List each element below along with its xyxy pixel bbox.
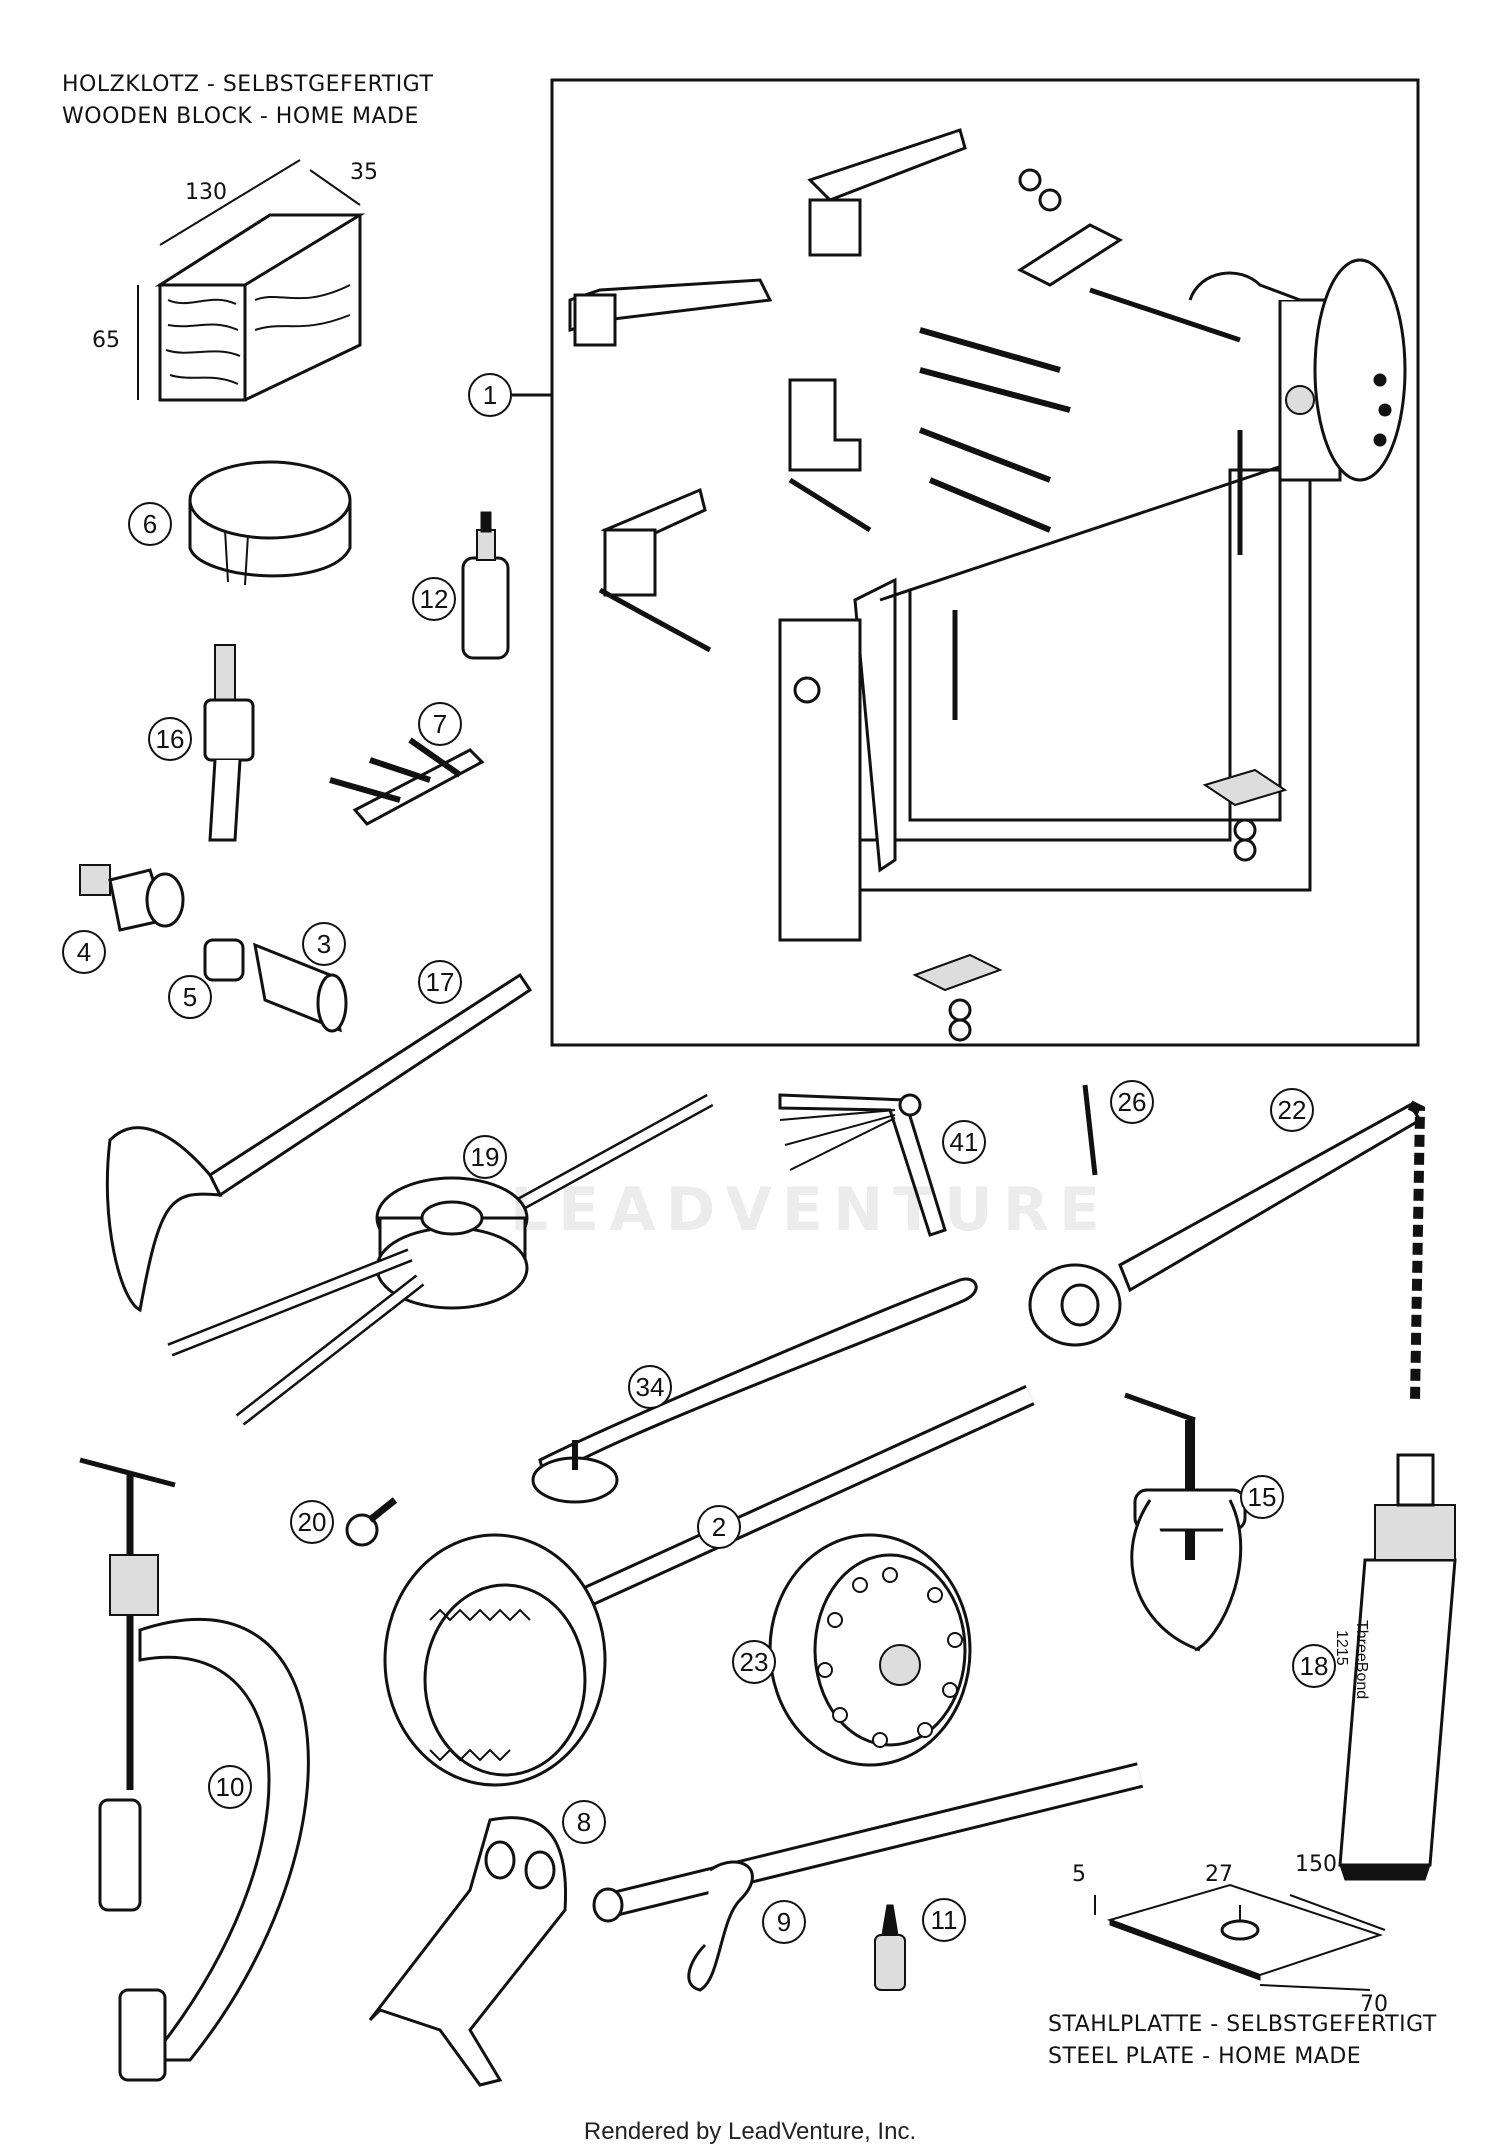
- block-width-dimension: 35: [350, 160, 378, 185]
- slide-hammer-drawing: [203, 644, 255, 842]
- callout-34[interactable]: 34: [628, 1365, 672, 1409]
- puller-bar-drawing: [329, 737, 485, 826]
- steel-plate-drawing: [1094, 1883, 1386, 1991]
- clutch-basket-holder-drawing: [383, 1384, 1035, 1787]
- callout-9[interactable]: 9: [762, 1900, 806, 1944]
- clutch-holder-drawing: [167, 1093, 714, 1426]
- pin-wrench-drawing: [531, 1277, 978, 1504]
- bearing-puller-drawing: [1124, 1392, 1247, 1652]
- callout-16[interactable]: 16: [148, 717, 192, 761]
- callout-4[interactable]: 4: [62, 930, 106, 974]
- wooden-block-drawing: [137, 159, 366, 402]
- callout-3[interactable]: 3: [302, 922, 346, 966]
- steel-plate-note-de: STAHLPLATTE - SELBSTGEFERTIGT: [1048, 2012, 1437, 2037]
- callout-41[interactable]: 41: [942, 1120, 986, 1164]
- loctite-bottle-drawing: [461, 511, 510, 660]
- plate-length-dimension: 150: [1295, 1852, 1337, 1877]
- callout-2[interactable]: 2: [697, 1505, 741, 1549]
- threebond-brand-label: ThreeBond: [1353, 1620, 1370, 1700]
- callout-20[interactable]: 20: [290, 1500, 334, 1544]
- clip-tool-drawing: [687, 1860, 754, 1992]
- watermark: LEADVENTURE: [510, 1175, 1110, 1245]
- callout-5[interactable]: 5: [168, 975, 212, 1019]
- chain-holder-drawing: [1028, 1100, 1426, 1401]
- engine-stand-drawing: [568, 128, 1407, 1042]
- plate-hole-dimension: 27: [1205, 1862, 1233, 1887]
- callout-26[interactable]: 26: [1110, 1080, 1154, 1124]
- threebond-tube-drawing: [1338, 1453, 1457, 1881]
- callout-15[interactable]: 15: [1240, 1475, 1284, 1519]
- crankshaft-tool-drawing: [79, 1457, 310, 2082]
- ring-tool-drawing: [188, 460, 352, 586]
- wooden-block-note-en: WOODEN BLOCK - HOME MADE: [62, 104, 419, 129]
- callout-22[interactable]: 22: [1270, 1088, 1314, 1132]
- bushing-tools-drawing: [79, 864, 348, 1033]
- callout-10[interactable]: 10: [208, 1765, 252, 1809]
- callout-17[interactable]: 17: [418, 960, 462, 1004]
- plate-thickness-dimension: 5: [1072, 1862, 1086, 1887]
- callout-23[interactable]: 23: [732, 1640, 776, 1684]
- flywheel-puller-drawing: [768, 1533, 972, 1767]
- callout-12[interactable]: 12: [412, 577, 456, 621]
- callout-8[interactable]: 8: [562, 1800, 606, 1844]
- wooden-block-note-de: HOLZKLOTZ - SELBSTGEFERTIGT: [62, 72, 434, 97]
- steel-plate-note-en: STEEL PLATE - HOME MADE: [1048, 2044, 1362, 2069]
- callout-11[interactable]: 11: [922, 1898, 966, 1942]
- callout-1[interactable]: 1: [468, 373, 512, 417]
- hex-key-set-drawing: [778, 1093, 947, 1237]
- footer-credit: Rendered by LeadVenture, Inc.: [583, 2118, 917, 2145]
- callout-6[interactable]: 6: [128, 502, 172, 546]
- callout-7[interactable]: 7: [418, 702, 462, 746]
- engine-stand-frame-box: [550, 78, 1420, 1047]
- block-height-dimension: 65: [92, 328, 120, 353]
- pin-drawing: [1082, 1084, 1098, 1176]
- callout-18[interactable]: 18: [1292, 1644, 1336, 1688]
- holding-tool-drawing: [368, 1762, 1144, 2087]
- small-bottle-drawing: [874, 1904, 906, 1991]
- fork-wrench-drawing: [105, 972, 533, 1313]
- block-length-dimension: 130: [185, 180, 227, 205]
- screw-drawing: [345, 1497, 398, 1547]
- callout-19[interactable]: 19: [463, 1135, 507, 1179]
- plate-width-dimension: 70: [1360, 1992, 1388, 2017]
